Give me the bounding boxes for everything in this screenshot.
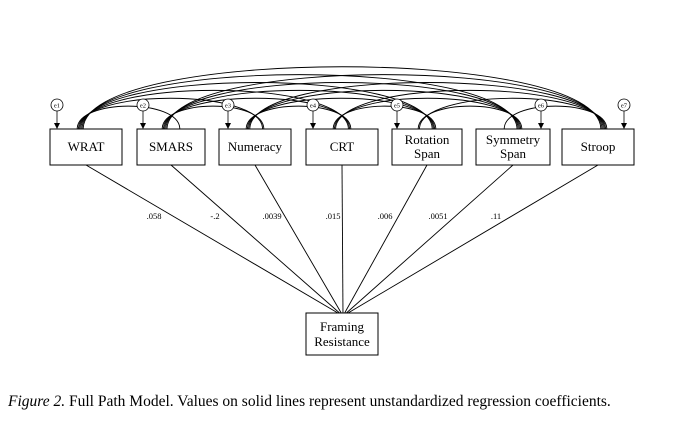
path-crt: [341, 164, 344, 317]
label-symmetry-span: Span: [500, 146, 527, 161]
covariance-smars-symmetry-span: [165, 82, 519, 130]
path-stroop: [342, 164, 599, 317]
error-label-e7: e7: [621, 102, 628, 109]
coefficient-symmetry-span: .0051: [428, 211, 447, 221]
covariance-arcs: [76, 66, 608, 130]
box-wrat: [49, 128, 123, 166]
coefficient-numeracy: .0039: [262, 211, 281, 221]
path-rotation-span: [342, 164, 428, 317]
label-rotation-span: Span: [414, 146, 441, 161]
box-symmetry-span: [475, 128, 551, 166]
path-wrat: [85, 164, 344, 317]
figure-caption: Figure 2. Full Path Model. Values on sol…: [8, 393, 672, 411]
covariance-wrat-stroop: [82, 66, 602, 130]
error-label-e2: e2: [140, 102, 146, 109]
caption-text: Full Path Model. Values on solid lines r…: [65, 393, 611, 410]
label-smars: SMARS: [149, 139, 193, 154]
covariance-smars-stroop: [166, 74, 603, 130]
error-label-e1: e1: [54, 102, 60, 109]
coefficient-wrat: .058: [147, 211, 162, 221]
coefficient-crt: .015: [326, 211, 341, 221]
coefficient-stroop: .11: [491, 211, 501, 221]
covariance-numeracy-stroop: [249, 82, 604, 130]
label-crt: CRT: [330, 139, 355, 154]
regression-paths: [85, 164, 599, 317]
outcome-label-line: Resistance: [314, 334, 370, 349]
coefficient-labels: .058 -.2 .0039 .015 .006 .0051 .11: [147, 211, 502, 221]
covariance-wrat-numeracy: [77, 97, 264, 130]
covariance-wrat-rotation-span: [80, 82, 433, 130]
error-terms: e1 e2 e3 e4 e5 e6 e7: [50, 98, 631, 129]
error-label-e3: e3: [225, 102, 231, 109]
label-wrat: WRAT: [68, 139, 105, 154]
covariance-wrat-smars: [76, 105, 181, 130]
coefficient-rotation-span: .006: [378, 211, 393, 221]
label-rotation-span: Rotation: [405, 132, 450, 147]
label-stroop: Stroop: [581, 139, 616, 154]
box-stroop: [561, 128, 635, 166]
covariance-wrat-symmetry-span: [81, 74, 518, 130]
label-symmetry-span: Symmetry: [486, 132, 541, 147]
box-numeracy: [218, 128, 292, 166]
figure-label: Figure 2.: [8, 393, 66, 410]
path-smars: [170, 164, 344, 317]
covariance-crt-rotation-span: [332, 105, 437, 130]
box-crt: [305, 128, 379, 166]
outcome-box: [305, 312, 379, 356]
box-smars: [136, 128, 206, 166]
error-label-e4: e4: [310, 102, 317, 109]
path-symmetry-span: [342, 164, 514, 317]
label-numeracy: Numeracy: [228, 139, 283, 154]
outcome-label-line: Framing: [320, 319, 365, 334]
covariance-symmetry-span-stroop: [503, 105, 608, 130]
box-rotation-span: [391, 128, 463, 166]
path-numeracy: [254, 164, 344, 317]
coefficient-smars: -.2: [210, 211, 219, 221]
error-label-e6: e6: [538, 102, 545, 109]
error-label-e5: e5: [394, 102, 400, 109]
